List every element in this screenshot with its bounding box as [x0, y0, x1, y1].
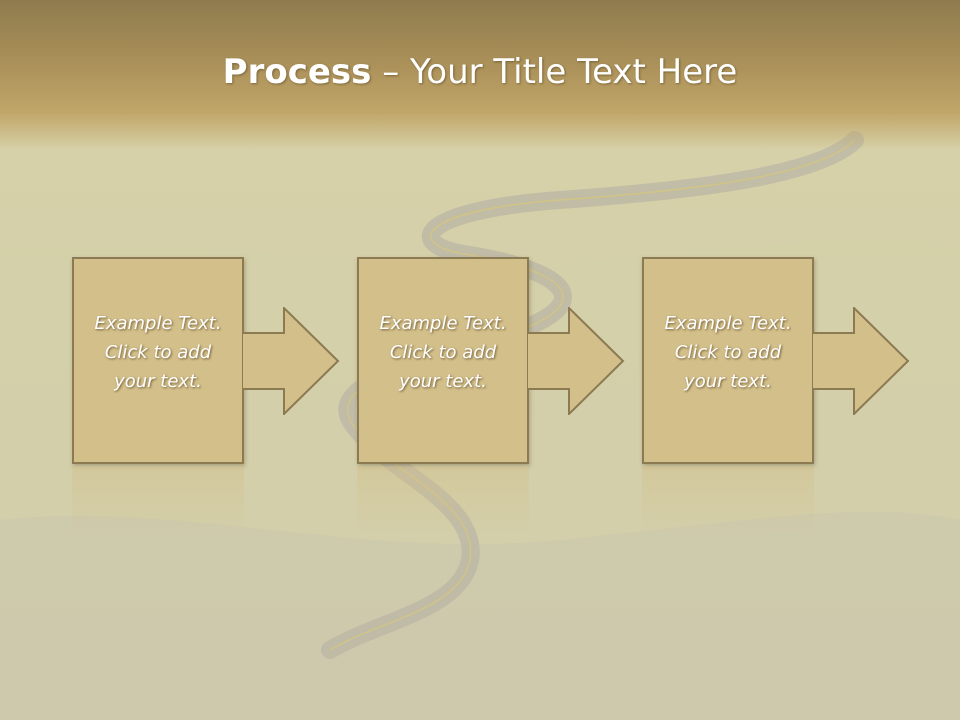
- step-box: [642, 257, 814, 464]
- title-band: [0, 0, 960, 150]
- step-text[interactable]: Example Text. Click to add your text.: [379, 313, 507, 392]
- process-step-3[interactable]: Example Text. Click to add your text.: [642, 257, 814, 464]
- title-separator: –: [371, 52, 411, 92]
- step-reflection: [357, 466, 529, 536]
- step-box: [72, 257, 244, 464]
- title-bold: Process: [222, 52, 372, 92]
- title-rest: Your Title Text Here: [410, 52, 738, 92]
- right-arrow-icon: [242, 307, 340, 415]
- right-arrow-icon: [527, 307, 625, 415]
- step-box: [357, 257, 529, 464]
- right-arrow-icon: [812, 307, 910, 415]
- step-reflection: [72, 466, 244, 536]
- step-text[interactable]: Example Text. Click to add your text.: [664, 313, 792, 392]
- step-reflection: [642, 466, 814, 536]
- step-text[interactable]: Example Text. Click to add your text.: [94, 313, 222, 392]
- slide-title[interactable]: Process – Your Title Text Here: [0, 52, 960, 92]
- process-step-2[interactable]: Example Text. Click to add your text.: [357, 257, 529, 464]
- process-step-1[interactable]: Example Text. Click to add your text.: [72, 257, 244, 464]
